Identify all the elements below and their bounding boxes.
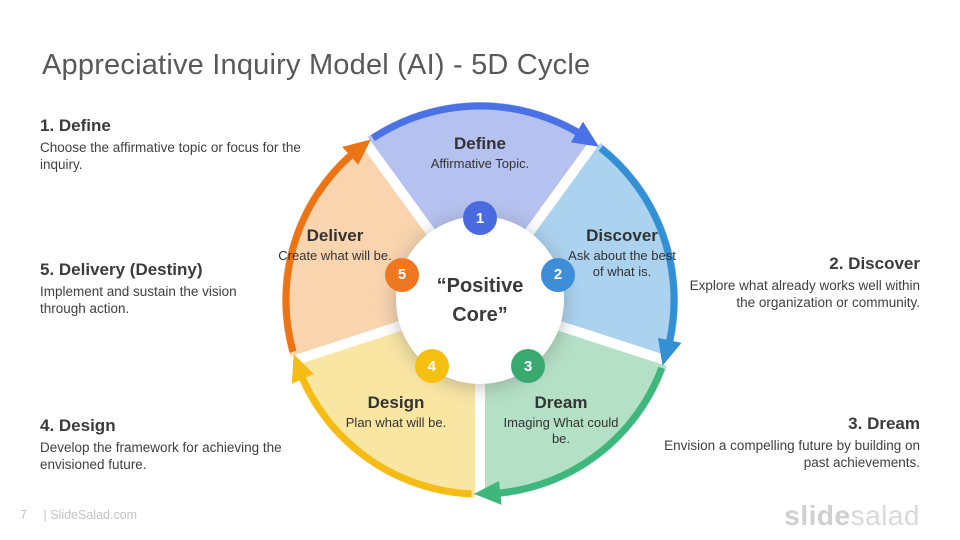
segment-subtitle: Create what will be. <box>278 248 392 263</box>
annotation-heading: 4. Design <box>40 416 116 435</box>
segment-subtitle: Imaging What could be. <box>503 415 619 447</box>
logo-text-light: salad <box>850 500 920 531</box>
annotation-define: 1. Define Choose the affirmative topic o… <box>40 116 310 174</box>
segment-subtitle: Affirmative Topic. <box>430 156 530 171</box>
5d-cycle-diagram: Define Affirmative Topic. Discover Ask a… <box>260 80 700 520</box>
arrowhead-dream-icon <box>473 481 502 505</box>
segment-number-badge-4: 4 <box>414 349 449 384</box>
positive-core-label: “Positive Core” <box>436 275 524 326</box>
annotation-heading: 5. Delivery (Destiny) <box>40 260 203 279</box>
annotation-body: Choose the affirmative topic or focus fo… <box>40 140 301 173</box>
arc-dream <box>498 366 665 497</box>
annotation-heading: 2. Discover <box>829 254 920 273</box>
annotation-body: Implement and sustain the vision through… <box>40 284 237 317</box>
arrowhead-define-icon <box>571 121 599 147</box>
segment-number-badge-5: 5 <box>385 257 419 292</box>
segment-label-define: Define Affirmative Topic. <box>390 134 570 172</box>
annotation-body: Envision a compelling future by building… <box>664 438 920 471</box>
segment-subtitle: Ask about the best of what is. <box>568 248 676 280</box>
segment-title: Dream <box>534 393 588 412</box>
annotation-design: 4. Design Develop the framework for achi… <box>40 416 318 474</box>
annotation-body: Explore what already works well within t… <box>689 278 920 311</box>
arc-design <box>298 375 472 498</box>
segment-title: Deliver <box>306 226 364 245</box>
logo-text-bold: slide <box>784 500 851 531</box>
annotation-body: Develop the framework for achieving the … <box>40 440 282 473</box>
arrowhead-discover-icon <box>658 337 682 366</box>
arc-deliver <box>282 152 354 353</box>
segment-label-design: Design Plan what will be. <box>331 393 461 431</box>
positive-core-circle <box>396 216 564 384</box>
segment-title: Discover <box>586 226 658 245</box>
segment-number-badge-3: 3 <box>511 349 546 384</box>
annotation-heading: 1. Define <box>40 116 111 135</box>
arrowhead-deliver-icon <box>342 139 371 165</box>
segment-title: Design <box>367 393 425 412</box>
segment-label-discover: Discover Ask about the best of what is. <box>562 226 682 281</box>
page-title: Appreciative Inquiry Model (AI) - 5D Cyc… <box>42 49 591 82</box>
segment-label-deliver: Deliver Create what will be. <box>275 226 395 264</box>
segment-title: Define <box>454 134 506 153</box>
annotation-discover: 2. Discover Explore what already works w… <box>685 254 920 312</box>
slide-number: 7 <box>20 508 27 522</box>
footer-site-label: | SlideSalad.com <box>43 508 138 522</box>
arc-define <box>370 102 581 142</box>
segment-subtitle: Plan what will be. <box>345 415 447 430</box>
segment-label-dream: Dream Imaging What could be. <box>496 393 626 448</box>
annotation-heading: 3. Dream <box>848 414 920 433</box>
annotation-dream: 3. Dream Envision a compelling future by… <box>655 414 920 472</box>
slidesalad-logo: slidesalad <box>784 500 920 532</box>
segment-number-badge-1: 1 <box>463 201 497 235</box>
footer: 7 | SlideSalad.com <box>20 508 137 522</box>
arrowhead-design-icon <box>291 354 314 384</box>
segment-number-badge-2: 2 <box>540 257 575 292</box>
cycle-wheel <box>273 102 687 516</box>
annotation-delivery: 5. Delivery (Destiny) Implement and sust… <box>40 260 285 318</box>
arc-discover <box>598 145 678 343</box>
